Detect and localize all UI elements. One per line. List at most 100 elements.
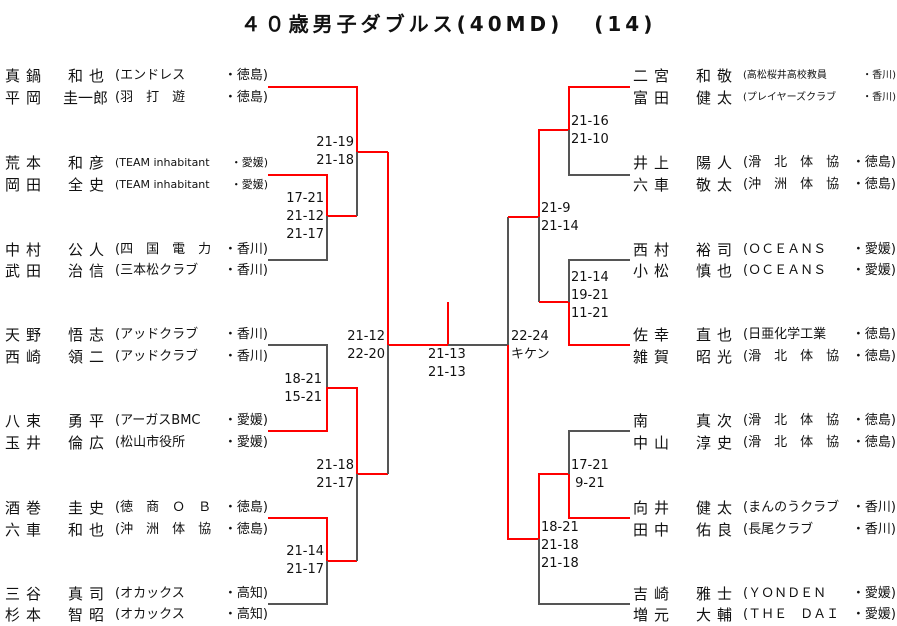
score-final: 21-13 21-13 [428, 347, 466, 380]
given-name: 淳史 [696, 434, 739, 452]
team-name: 羽 打 遊 [120, 90, 186, 105]
line-l2 [268, 174, 357, 217]
title-main: ４０歳男子ダブルス(40MD) [240, 12, 564, 36]
prefecture: 愛媛 [864, 607, 891, 622]
team-name: アーガスBMC [120, 413, 201, 428]
given-name: 倫広 [68, 434, 111, 452]
team: (プレイヤーズクラブ・香川) [743, 92, 896, 103]
team: (三本松クラブ・香川) [115, 263, 268, 278]
team: (アッドクラブ・香川) [115, 327, 268, 342]
given-name: 大輔 [696, 606, 739, 624]
score-r-semi: 22-24 キケン [511, 329, 550, 362]
score-l-semi: 21-12 22-20 [347, 329, 385, 362]
team: (ＯＣＥＡＮＳ・愛媛) [743, 242, 896, 257]
given-name: 智昭 [68, 606, 111, 624]
line-lsemi [387, 152, 449, 346]
given-name: 裕司 [696, 241, 739, 259]
score-l-r2-b: 21-18 21-17 [316, 458, 354, 491]
surname: 杉本 [5, 606, 48, 624]
team: (高松桜井高校教員・香川) [743, 70, 896, 81]
surname: 武田 [5, 262, 48, 280]
given-name: 悟志 [68, 326, 111, 344]
surname: 六車 [633, 176, 676, 194]
team: (滑 北 体 協・徳島) [743, 435, 896, 450]
prefecture: 愛媛 [236, 413, 263, 428]
given-name: 圭史 [68, 499, 111, 517]
score-l-r2-a: 21-19 21-18 [316, 135, 354, 168]
team-name: 徳 商 Ｏ Ｂ [120, 500, 212, 515]
given-name: 敬太 [696, 176, 739, 194]
prefecture: 高知 [236, 607, 263, 622]
team: (エンドレス・徳島) [115, 68, 268, 83]
team: (TEAM inhabitant・愛媛) [115, 178, 268, 191]
score-r-r1-b: 21-14 19-21 11-21 [571, 270, 609, 321]
prefecture: 香川 [236, 327, 263, 342]
team: (四 国 電 力・香川) [115, 242, 268, 257]
score-l-r1-c: 21-14 21-17 [286, 544, 324, 577]
prefecture: 香川 [236, 263, 263, 278]
score-r-r2-b: 18-21 21-18 21-18 [541, 520, 579, 571]
team-name: 高松桜井高校教員 [746, 70, 827, 81]
surname: 佐幸 [633, 326, 676, 344]
team: (滑 北 体 協・徳島) [743, 155, 896, 170]
team-name: ＯＣＥＡＮＳ [748, 242, 827, 257]
line-l7 [268, 561, 328, 605]
prefecture: 愛媛 [864, 242, 891, 257]
team-name: ＹＯＮＤＥＮ [748, 586, 827, 601]
prefecture: 徳島 [236, 90, 263, 105]
prefecture: 徳島 [864, 177, 891, 192]
prefecture: 徳島 [236, 500, 263, 515]
team-name: TEAM inhabitant [119, 156, 210, 169]
line-l6 [268, 517, 357, 562]
surname: 富田 [633, 89, 676, 107]
surname: 天野 [5, 326, 48, 344]
line-r2a [538, 86, 630, 217]
given-name: 昭光 [696, 348, 739, 366]
prefecture: 香川 [864, 522, 891, 537]
surname: 酒巻 [5, 499, 48, 517]
line-l3 [268, 216, 328, 261]
team-name: TEAM inhabitant [119, 178, 210, 191]
given-name: 勇平 [68, 412, 111, 430]
prefecture: 香川 [236, 242, 263, 257]
team-name: 滑 北 体 協 [748, 349, 840, 364]
team-name: 日亜化学工業 [748, 327, 827, 342]
prefecture: 徳島 [864, 435, 891, 450]
prefecture: 香川 [872, 92, 893, 103]
team-name: オカックス [120, 607, 185, 622]
given-name: 健太 [696, 499, 739, 517]
team-name: 四 国 電 力 [120, 242, 212, 257]
team-name: 三本松クラブ [120, 263, 199, 278]
team: (オカックス・高知) [115, 586, 268, 601]
given-name: 直也 [696, 326, 739, 344]
prefecture: 愛媛 [864, 586, 891, 601]
score-l-r1-b: 18-21 15-21 [284, 372, 322, 405]
score-r-r2-a: 21-9 21-14 [541, 201, 579, 234]
page-title: ４０歳男子ダブルス(40MD) (14) [0, 8, 897, 37]
surname: 三谷 [5, 585, 48, 603]
team-name: 松山市役所 [120, 435, 186, 450]
surname: 吉崎 [633, 585, 676, 603]
team: (オカックス・高知) [115, 607, 268, 622]
given-name: 和彦 [68, 154, 111, 172]
given-name: 陽人 [696, 154, 739, 172]
prefecture: 徳島 [236, 68, 263, 83]
line-l1 [268, 86, 388, 153]
team: (まんのうクラブ・香川) [743, 500, 896, 515]
team: (沖 洲 体 協・徳島) [115, 522, 268, 537]
given-name: 佑良 [696, 521, 739, 539]
team-name: アッドクラブ [120, 349, 199, 364]
prefecture: 愛媛 [241, 178, 264, 191]
score-r-r1-c: 17-21 9-21 [571, 458, 609, 491]
team: (日亜化学工業・徳島) [743, 327, 896, 342]
prefecture: 高知 [236, 586, 263, 601]
team-name: 滑 北 体 協 [748, 155, 840, 170]
score-r-r1-a: 21-16 21-10 [571, 114, 609, 147]
surname: 岡田 [5, 176, 48, 194]
team-name: 滑 北 体 協 [748, 413, 840, 428]
team: (長尾クラブ・香川) [743, 522, 896, 537]
team-name: エンドレス [120, 68, 186, 83]
line-rsemi-red [507, 345, 539, 540]
